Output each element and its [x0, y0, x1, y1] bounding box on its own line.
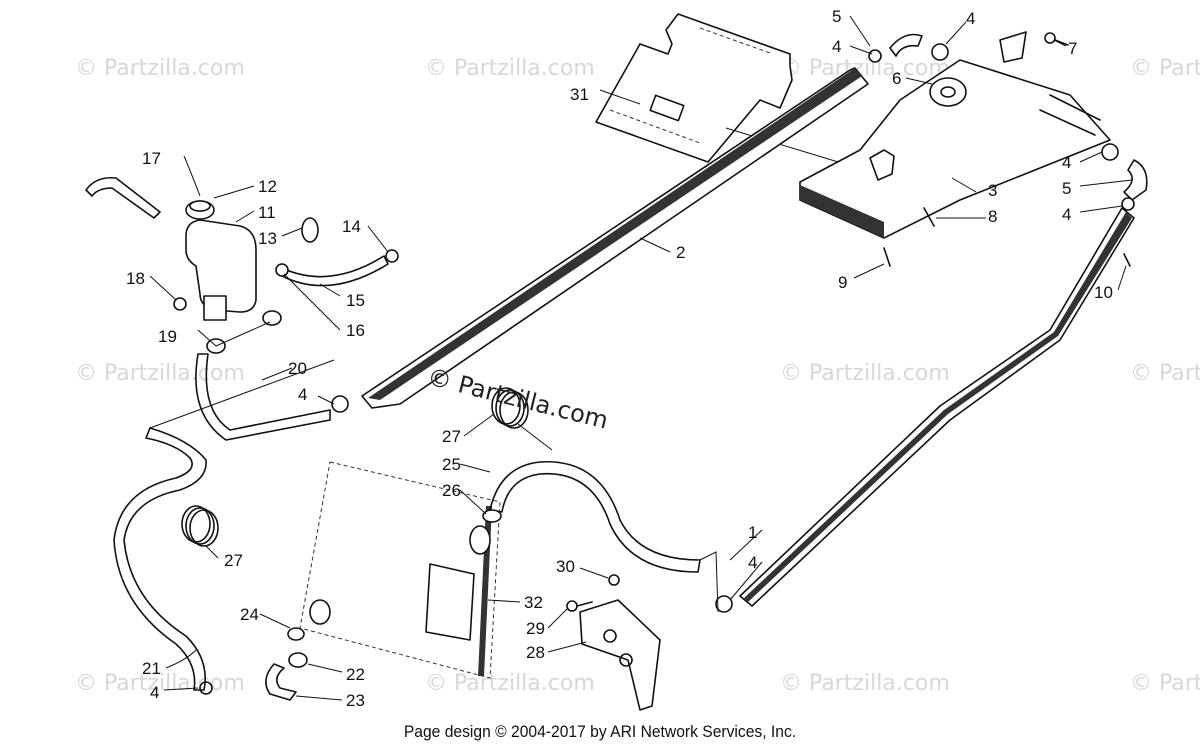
watermark-layer: © Partzilla.com © Partzilla.com © Partzi…: [75, 56, 1200, 696]
part-18-nut[interactable]: [173, 297, 187, 311]
callout-21: 21: [142, 659, 161, 678]
callout-7: 7: [1068, 39, 1077, 58]
callout-25: 25: [442, 455, 461, 474]
callout-14: 14: [342, 217, 361, 236]
part-6-cap[interactable]: [929, 77, 967, 107]
part-13-ring[interactable]: [301, 217, 319, 243]
callout-15: 15: [346, 291, 365, 310]
callout-22: 22: [346, 665, 365, 684]
callout-13: 13: [258, 229, 277, 248]
callout-1: 1: [748, 523, 757, 542]
part-4-clamps[interactable]: [199, 43, 1135, 695]
part-32-radiator[interactable]: [299, 461, 501, 679]
part-21-hose[interactable]: [113, 427, 207, 691]
callout-10: 10: [1094, 283, 1113, 302]
part-11-coolant-bottle[interactable]: [185, 219, 257, 321]
callout-27b: 27: [224, 551, 243, 570]
part-14-clamp[interactable]: [385, 249, 399, 263]
page-footer: Page design © 2004-2017 by ARI Network S…: [403, 722, 797, 741]
part-17-vent-hose[interactable]: [85, 176, 161, 219]
part-3-heat-exchanger[interactable]: [799, 31, 1111, 239]
callout-28: 28: [526, 643, 545, 662]
callout-3: 3: [988, 181, 997, 200]
callout-24: 24: [240, 605, 259, 624]
part-22-clamp[interactable]: [288, 652, 308, 668]
callout-29: 29: [526, 619, 545, 638]
callout-16: 16: [346, 321, 365, 340]
assembly-line: [197, 321, 553, 451]
callout-4g: 4: [150, 683, 159, 702]
callout-9: 9: [838, 273, 847, 292]
part-24-clamp[interactable]: [287, 627, 305, 641]
part-31-plate[interactable]: [595, 13, 859, 169]
watermark: © Partzilla.com: [1130, 56, 1200, 81]
callout-4a: 4: [298, 385, 307, 404]
part-15-hose[interactable]: [281, 255, 389, 287]
part-25-hose[interactable]: [489, 461, 701, 573]
watermark: © Partzilla.com: [780, 56, 950, 81]
part-8-9-10-rivets[interactable]: [883, 207, 1131, 267]
part-7-screw[interactable]: [1044, 32, 1069, 46]
part-2-rail[interactable]: [361, 67, 869, 409]
callout-12: 12: [258, 177, 277, 196]
callout-4c: 4: [966, 9, 975, 28]
callout-32: 32: [524, 593, 543, 612]
callout-20: 20: [288, 359, 307, 378]
watermark: © Partzilla.com: [780, 361, 950, 386]
callout-30: 30: [556, 557, 575, 576]
callout-5b: 5: [1062, 179, 1071, 198]
callout-31: 31: [570, 85, 589, 104]
watermark: © Partzilla.com: [780, 671, 950, 696]
callout-26: 26: [442, 481, 461, 500]
callout-4f: 4: [748, 553, 757, 572]
watermark: © Partzilla.com: [75, 56, 245, 81]
callout-17: 17: [142, 149, 161, 168]
assembly-line: [149, 359, 719, 613]
part-16-clamp[interactable]: [275, 263, 289, 277]
part-26-clamp[interactable]: [482, 509, 502, 523]
callout-leaders: [149, 15, 1133, 701]
callout-4e: 4: [1062, 205, 1071, 224]
callout-11: 11: [258, 203, 276, 222]
callout-19: 19: [158, 327, 177, 346]
part-29-bolt[interactable]: [566, 600, 593, 612]
part-27-spring-clamp-left[interactable]: [181, 505, 219, 547]
watermark: © Partzilla.com: [75, 361, 245, 386]
part-20-hose[interactable]: [195, 353, 331, 441]
callout-6: 6: [892, 69, 901, 88]
part-27-spring-clamp-right[interactable]: [491, 387, 529, 429]
callout-18: 18: [126, 269, 145, 288]
part-23-hose[interactable]: [265, 663, 297, 701]
part-5-hose-upper[interactable]: [889, 33, 1148, 201]
callout-labels: 17 12 11 13 14 18 15 16 19 20 4 31 2 5 4…: [126, 7, 1113, 710]
watermark: © Partzilla.com: [425, 56, 595, 81]
callout-5a: 5: [832, 7, 841, 26]
callout-4d: 4: [1062, 153, 1071, 172]
watermark: © Partzilla.com: [1130, 671, 1200, 696]
part-12-cap[interactable]: [185, 200, 215, 220]
part-30-nut[interactable]: [608, 574, 620, 586]
watermark: © Partzilla.com: [75, 671, 245, 696]
part-28-bracket[interactable]: [579, 599, 661, 711]
callout-2: 2: [676, 243, 685, 262]
watermark: © Partzilla.com: [1130, 361, 1200, 386]
part-1-rail[interactable]: [739, 207, 1135, 607]
callout-27a: 27: [442, 427, 461, 446]
callout-8: 8: [988, 207, 997, 226]
callout-4b: 4: [832, 37, 841, 56]
watermark: © Partzilla.com: [425, 671, 595, 696]
callout-23: 23: [346, 691, 365, 710]
